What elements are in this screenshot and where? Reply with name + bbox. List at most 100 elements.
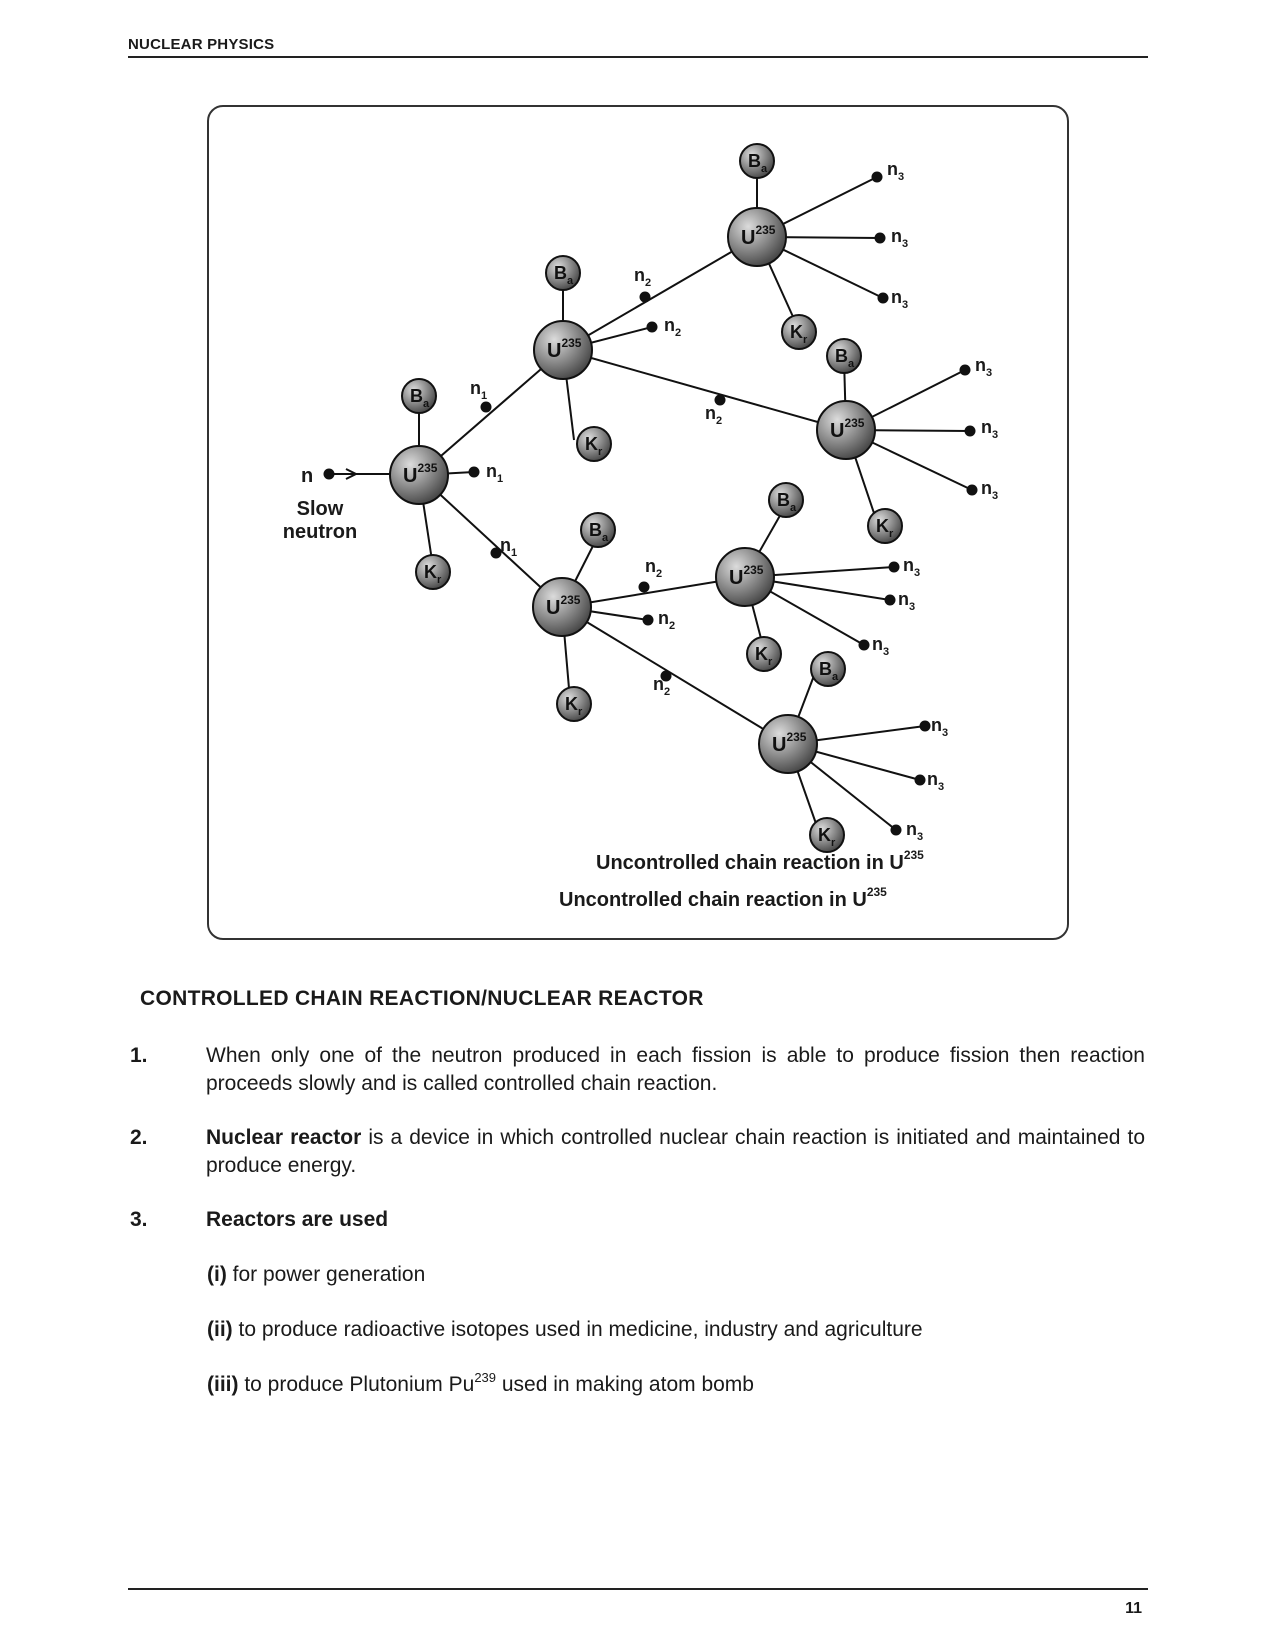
neutron-dot <box>914 774 926 786</box>
page-number: 11 <box>1125 1600 1142 1617</box>
slow-neutron-label: neutron <box>283 521 357 543</box>
reaction-line <box>561 606 789 745</box>
neutron-label: n3 <box>906 819 923 843</box>
neutron-label: n1 <box>470 378 487 402</box>
incoming-neutron-label: n <box>301 465 313 487</box>
neutron-label: n3 <box>887 159 904 183</box>
uranium-nucleus <box>715 547 775 607</box>
running-head: NUCLEAR PHYSICS <box>128 36 275 53</box>
use-label: (ii) <box>207 1318 233 1341</box>
item-text: When only one of the neutron produced in… <box>206 1044 1145 1095</box>
list-item: 1. When only one of the neutron produced… <box>130 1042 1145 1098</box>
barium-nucleus <box>810 651 846 687</box>
reaction-line <box>562 236 758 351</box>
neutron-dot <box>964 425 976 437</box>
use-label: (iii) <box>207 1373 239 1396</box>
use-text: to produce radioactive isotopes used in … <box>232 1318 923 1341</box>
chain-reaction-diagram: U235U235U235U235U235U235U235BaBaBaBaBaBa… <box>283 143 998 911</box>
neutron-label: n3 <box>981 417 998 441</box>
slow-neutron-label: Slow <box>297 498 344 520</box>
neutron-dot <box>877 292 889 304</box>
use-text: to produce Plutonium Pu <box>238 1373 475 1396</box>
neutron-label: n3 <box>927 769 944 793</box>
neutron-dot <box>323 468 335 480</box>
use-item: (i) for power generation <box>207 1261 425 1289</box>
arrow-head <box>345 468 359 480</box>
neutron-label: n1 <box>486 461 503 485</box>
reaction-line <box>418 474 563 608</box>
barium-nucleus <box>580 512 616 548</box>
item-text: Reactors are used <box>206 1208 389 1231</box>
use-item: (iii) to produce Plutonium Pu239 used in… <box>207 1371 754 1399</box>
barium-nucleus <box>739 143 775 179</box>
footer-rule <box>128 1588 1148 1590</box>
neutron-label: n3 <box>981 478 998 502</box>
neutron-label: n3 <box>891 226 908 250</box>
uranium-nucleus <box>389 445 449 505</box>
neutron-dot <box>888 561 900 573</box>
item-text-rest: is a device in which controlled nuclear … <box>206 1126 1145 1177</box>
neutron-dot <box>959 364 971 376</box>
uranium-nucleus <box>758 714 818 774</box>
uranium-nucleus <box>816 400 876 460</box>
list-item: 2. Nuclear reactor is a device in which … <box>130 1124 1145 1180</box>
neutron-dot <box>480 401 492 413</box>
neutron-dot <box>714 394 726 406</box>
neutron-label: n1 <box>500 535 517 559</box>
neutron-label: n3 <box>931 715 948 739</box>
use-text: for power generation <box>226 1263 426 1286</box>
item-text: Nuclear reactor is a device in which con… <box>206 1124 1145 1180</box>
neutron-label: n3 <box>898 589 915 613</box>
neutron-label: n3 <box>903 555 920 579</box>
neutron-dot <box>638 581 650 593</box>
reaction-line <box>418 349 564 476</box>
uranium-nucleus <box>532 577 592 637</box>
neutron-dot <box>871 171 883 183</box>
barium-nucleus <box>401 378 437 414</box>
neutron-label: n2 <box>658 608 675 632</box>
use-label: (i) <box>207 1263 227 1286</box>
krypton-nucleus <box>781 314 817 350</box>
figure-caption: Uncontrolled chain reaction in U235 <box>559 885 887 911</box>
neutron-dot <box>468 466 480 478</box>
neutron-dot <box>642 614 654 626</box>
reaction-line <box>561 576 746 608</box>
figure-caption-overlay: Uncontrolled chain reaction in U235 <box>596 848 924 874</box>
use-item: (ii) to produce radioactive isotopes use… <box>207 1316 923 1344</box>
section-heading: CONTROLLED CHAIN REACTION/NUCLEAR REACTO… <box>140 987 704 1010</box>
neutron-dot <box>874 232 886 244</box>
neutron-label: n2 <box>705 403 722 427</box>
header-rule <box>128 56 1148 58</box>
neutron-label: n3 <box>975 355 992 379</box>
neutron-dot <box>858 639 870 651</box>
neutron-label: n2 <box>664 315 681 339</box>
krypton-nucleus <box>867 508 903 544</box>
neutron-label: n2 <box>645 556 662 580</box>
neutron-dot <box>660 670 672 682</box>
neutron-dot <box>639 291 651 303</box>
krypton-nucleus <box>746 636 782 672</box>
use-text-tail: used in making atom bomb <box>496 1373 754 1396</box>
krypton-nucleus <box>576 426 612 462</box>
item-number: 3. <box>130 1208 148 1231</box>
uranium-nucleus <box>727 207 787 267</box>
neutron-dot <box>884 594 896 606</box>
figure-frame <box>207 105 1069 940</box>
reaction-line <box>562 349 847 431</box>
term-nuclear-reactor: Nuclear reactor <box>206 1126 362 1149</box>
neutron-dot <box>890 824 902 836</box>
use-superscript: 239 <box>474 1370 497 1385</box>
neutron-dot <box>490 547 502 559</box>
neutron-dot <box>966 484 978 496</box>
list-item: 3. Reactors are used <box>130 1206 1145 1234</box>
uranium-nucleus <box>533 320 593 380</box>
neutron-label: n3 <box>872 634 889 658</box>
krypton-nucleus <box>809 817 845 853</box>
item-number: 2. <box>130 1126 148 1149</box>
neutron-dot <box>919 720 931 732</box>
neutron-dot <box>646 321 658 333</box>
barium-nucleus <box>768 482 804 518</box>
barium-nucleus <box>545 255 581 291</box>
item-number: 1. <box>130 1044 148 1067</box>
neutron-label: n3 <box>891 287 908 311</box>
